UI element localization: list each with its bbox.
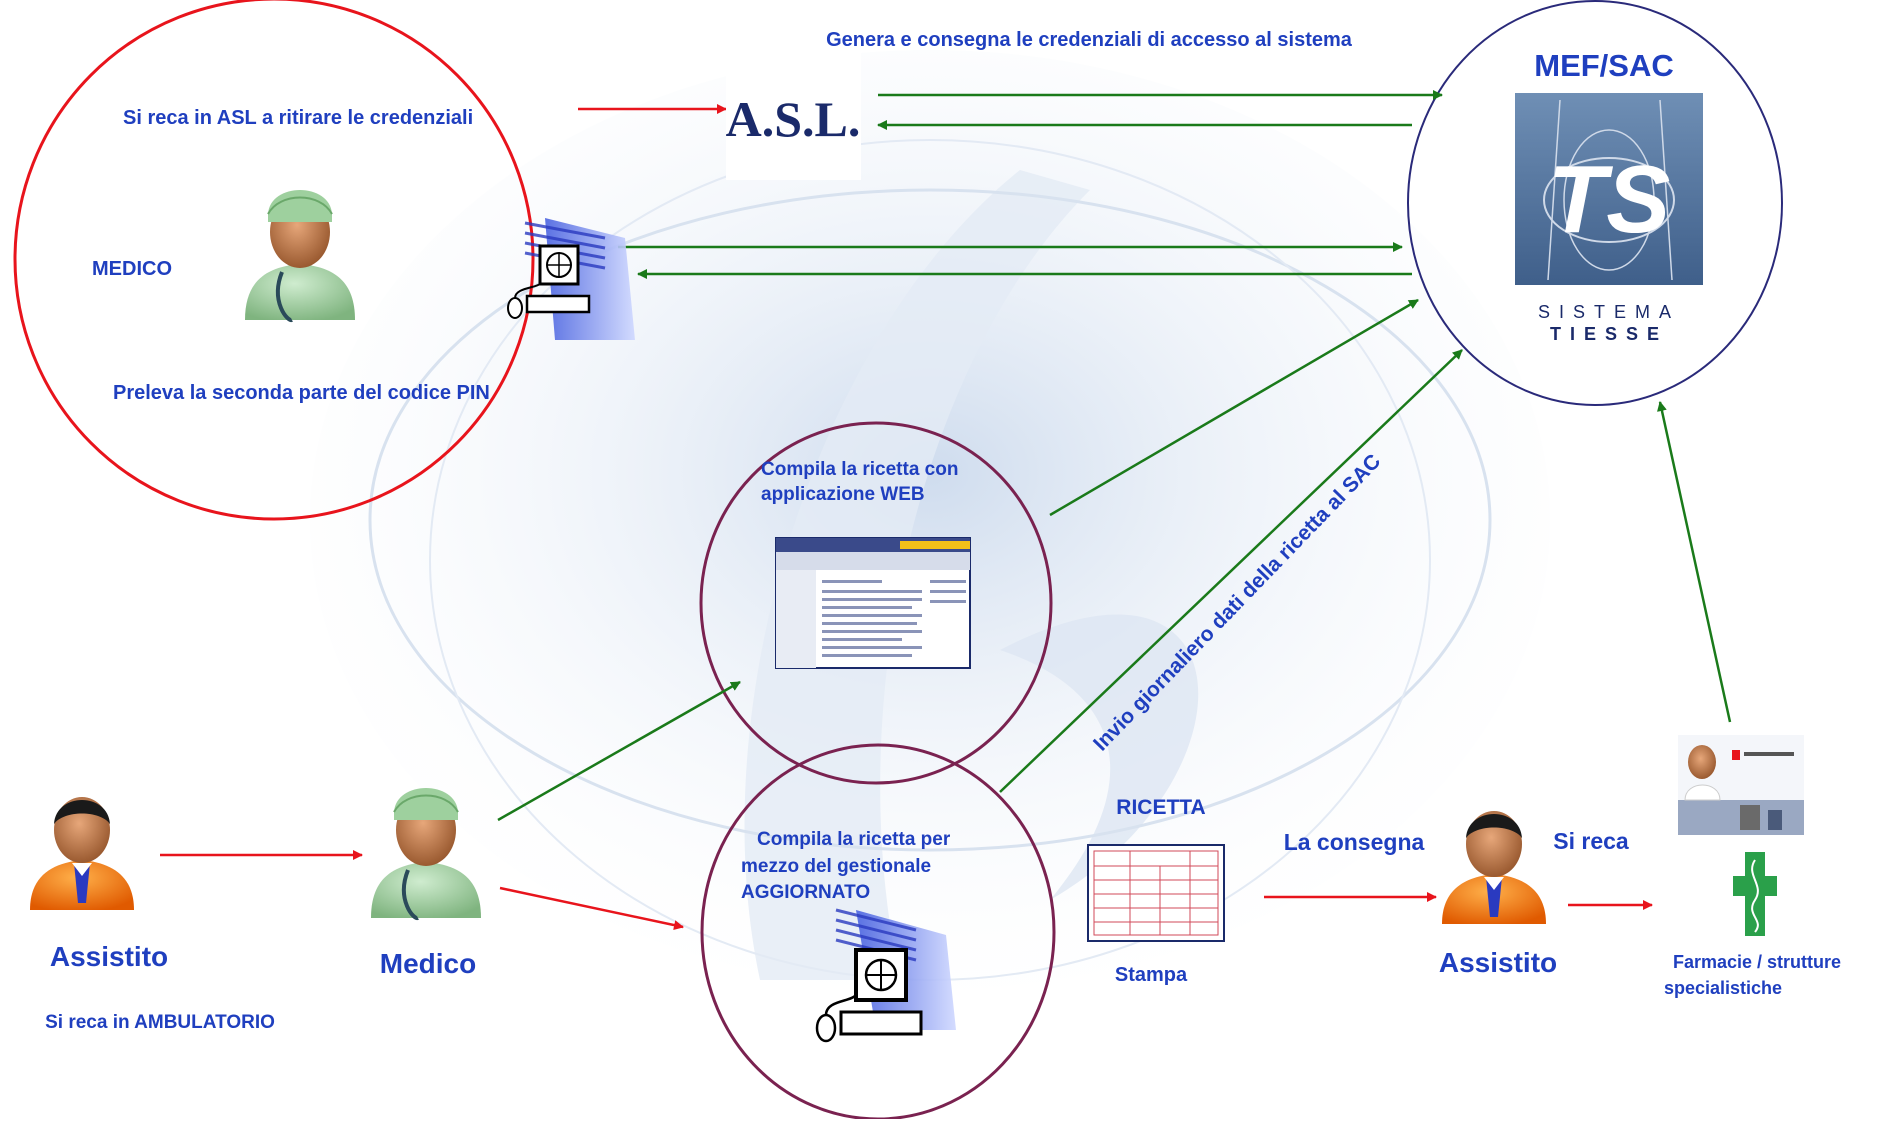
si-reca-label: Si reca xyxy=(1553,828,1629,854)
assistito-icon-right xyxy=(1442,811,1546,924)
web-app-screenshot xyxy=(775,537,971,669)
mef-sac-circle xyxy=(1407,0,1783,406)
la-consegna-label: La consegna xyxy=(1284,829,1425,855)
ts-monogram: TS xyxy=(1548,146,1671,253)
assistito-left-label: Assistito xyxy=(50,941,168,972)
web-app-circle xyxy=(699,421,1053,785)
medico-role-label: MEDICO xyxy=(92,258,172,280)
assistito-icon-left xyxy=(30,797,134,910)
arrow-medico-to-web xyxy=(497,680,741,822)
pin-label: Preleva la seconda parte del codice PIN xyxy=(113,382,490,404)
logo-sistema-text: SISTEMA xyxy=(1538,302,1680,322)
gestionale-line1: Compila la ricetta per xyxy=(757,829,951,850)
web-circle-line1: Compila la ricetta con xyxy=(761,459,958,480)
medico-icon-bottom xyxy=(371,788,481,920)
computer-icon-top xyxy=(507,218,635,340)
gestionale-line2: mezzo del gestionale xyxy=(741,856,931,877)
farmacie-line2: specialistiche xyxy=(1664,978,1782,998)
ricetta-form-image xyxy=(1087,844,1225,942)
green-arrows xyxy=(497,90,1732,822)
asl-credentials-label: Si reca in ASL a ritirare le credenziali xyxy=(123,107,473,129)
medico-bottom-label: Medico xyxy=(380,948,476,979)
ricetta-title: RICETTA xyxy=(1116,796,1205,819)
laboratorio-image xyxy=(1678,735,1804,835)
web-circle-line2: applicazione WEB xyxy=(761,484,925,505)
computer-icon-bottom xyxy=(815,908,956,1043)
farmacie-line1: Farmacie / strutture xyxy=(1673,952,1841,972)
mef-sac-title: MEF/SAC xyxy=(1534,48,1674,83)
arrow-medico-to-gestionale xyxy=(499,886,684,931)
si-reca-ambulatorio-label: Si reca in AMBULATORIO xyxy=(45,1012,275,1033)
medico-circle xyxy=(13,0,535,521)
top-caption: Genera e consegna le credenziali di acce… xyxy=(826,29,1353,51)
sistema-tiesse-logo: TS SISTEMA TIESSE xyxy=(1515,93,1703,346)
assistito-right-label: Assistito xyxy=(1439,947,1557,978)
arrow-gestionale-to-sac xyxy=(999,349,1463,793)
arrow-web-to-sac xyxy=(1049,298,1419,517)
ricetta-stampa-caption: Stampa xyxy=(1115,964,1188,986)
farmacia-cross-icon xyxy=(1730,850,1780,938)
gestionale-line3: AGGIORNATO xyxy=(741,882,870,903)
red-arrows xyxy=(160,104,1653,931)
logo-tiesse-text: TIESSE xyxy=(1550,324,1668,344)
asl-logo-text: A.S.L. xyxy=(726,91,861,147)
asl-logo: A.S.L. xyxy=(726,52,861,180)
arrow-farmacie-to-sac xyxy=(1657,401,1732,723)
medico-icon-top xyxy=(245,190,355,322)
